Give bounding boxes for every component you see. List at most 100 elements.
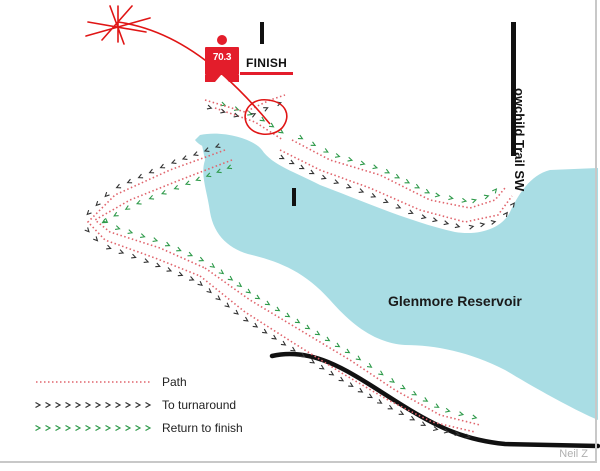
- turnaround-arrows: [197, 280, 471, 439]
- direction-arrow: [509, 202, 515, 208]
- legend-turnaround-arrow: [85, 401, 92, 409]
- hand-drawn-loop: [244, 99, 288, 135]
- direction-arrow: [299, 352, 306, 358]
- course-path: [86, 149, 226, 277]
- legend-turnaround-arrow: [35, 401, 42, 409]
- legend-return-arrow: [145, 424, 152, 432]
- legend-turnaround-arrow: [125, 401, 132, 409]
- course-path: [204, 267, 481, 426]
- direction-arrow: [348, 382, 354, 387]
- direction-arrow: [422, 397, 429, 402]
- direction-arrow: [113, 211, 119, 217]
- direction-arrow: [263, 107, 269, 112]
- logo-number: 70.3: [212, 52, 232, 63]
- direction-arrow: [424, 188, 431, 194]
- direction-arrow: [314, 330, 321, 336]
- direction-arrow: [294, 318, 301, 324]
- road-segment-top: [260, 22, 264, 44]
- direction-arrow: [198, 256, 205, 262]
- direction-arrow: [434, 192, 441, 198]
- direction-arrow: [465, 433, 471, 439]
- direction-arrow: [309, 169, 315, 175]
- direction-arrow: [206, 104, 213, 110]
- direction-arrow: [159, 163, 166, 169]
- direction-arrow: [192, 151, 199, 156]
- road-segment-mid: [292, 188, 296, 206]
- finish-label: FINISH: [246, 56, 288, 70]
- direction-arrow: [394, 173, 401, 179]
- direction-arrow: [445, 407, 451, 413]
- direction-arrow: [389, 377, 395, 383]
- direction-arrow: [187, 251, 194, 257]
- legend-return-arrow: [125, 424, 132, 432]
- direction-arrow: [328, 370, 335, 376]
- direction-arrow: [409, 415, 416, 421]
- direction-arrow: [421, 214, 427, 220]
- direction-arrow: [454, 431, 461, 437]
- direction-arrow: [203, 147, 210, 152]
- direction-arrow: [84, 227, 90, 233]
- direction-arrow: [148, 168, 155, 174]
- direction-arrow: [366, 362, 373, 368]
- direction-arrow: [278, 128, 284, 134]
- reservoir-name: Glenmore Reservoir: [388, 293, 522, 309]
- direction-arrow: [357, 387, 364, 393]
- legend-return-arrow: [35, 424, 42, 432]
- direction-arrow: [115, 225, 121, 230]
- direction-arrow: [143, 258, 150, 263]
- direction-arrow: [86, 209, 92, 216]
- direction-arrow: [376, 399, 383, 404]
- direction-arrow: [434, 403, 440, 408]
- direction-arrow: [164, 241, 171, 247]
- return-arrows: [209, 262, 478, 420]
- direction-arrow: [370, 193, 377, 198]
- direction-arrow: [205, 172, 212, 178]
- direction-arrow: [197, 280, 203, 287]
- legend-return-arrow: [85, 424, 92, 432]
- legend-turnaround-arrow: [65, 401, 72, 409]
- direction-arrow: [268, 122, 275, 128]
- water-inlet: [195, 135, 226, 152]
- direction-arrow: [347, 156, 354, 162]
- direction-arrow: [137, 173, 144, 179]
- direction-arrow: [358, 188, 365, 193]
- direction-arrow: [124, 205, 131, 210]
- direction-arrow: [236, 282, 243, 288]
- direction-arrow: [378, 370, 384, 376]
- ironman-logo-icon: [205, 35, 239, 82]
- direction-arrow: [458, 411, 465, 417]
- direction-arrow: [279, 154, 285, 160]
- direction-arrow: [227, 275, 234, 281]
- direction-arrow: [367, 393, 373, 399]
- direction-arrow: [432, 426, 439, 432]
- direction-arrow: [243, 316, 249, 322]
- direction-arrow: [387, 404, 394, 410]
- direction-arrow: [355, 355, 362, 361]
- legend-turnaround-arrow: [95, 401, 102, 409]
- finish-underline: [240, 72, 293, 75]
- direction-arrow: [461, 197, 468, 203]
- direction-arrow: [471, 414, 478, 420]
- direction-arrow: [334, 342, 341, 348]
- direction-arrow: [188, 276, 195, 281]
- direction-arrow: [152, 237, 159, 242]
- legend-return-label: Return to finish: [162, 421, 243, 435]
- direction-arrow: [338, 376, 345, 382]
- direction-arrow: [215, 295, 221, 301]
- direction-arrow: [344, 348, 351, 354]
- direction-arrow: [140, 233, 146, 238]
- legend-turnaround-arrow: [135, 401, 142, 409]
- direction-arrow: [160, 189, 167, 195]
- direction-arrow: [226, 164, 233, 170]
- legend-return-arrow: [45, 424, 52, 432]
- direction-arrow: [304, 324, 311, 330]
- direction-arrow: [247, 110, 253, 116]
- direction-arrow: [334, 153, 341, 158]
- direction-arrow: [468, 224, 475, 230]
- direction-arrow: [479, 222, 486, 228]
- direction-arrow: [195, 176, 201, 182]
- direction-arrow: [310, 141, 317, 146]
- direction-arrow: [135, 199, 142, 205]
- direction-arrow: [214, 143, 221, 148]
